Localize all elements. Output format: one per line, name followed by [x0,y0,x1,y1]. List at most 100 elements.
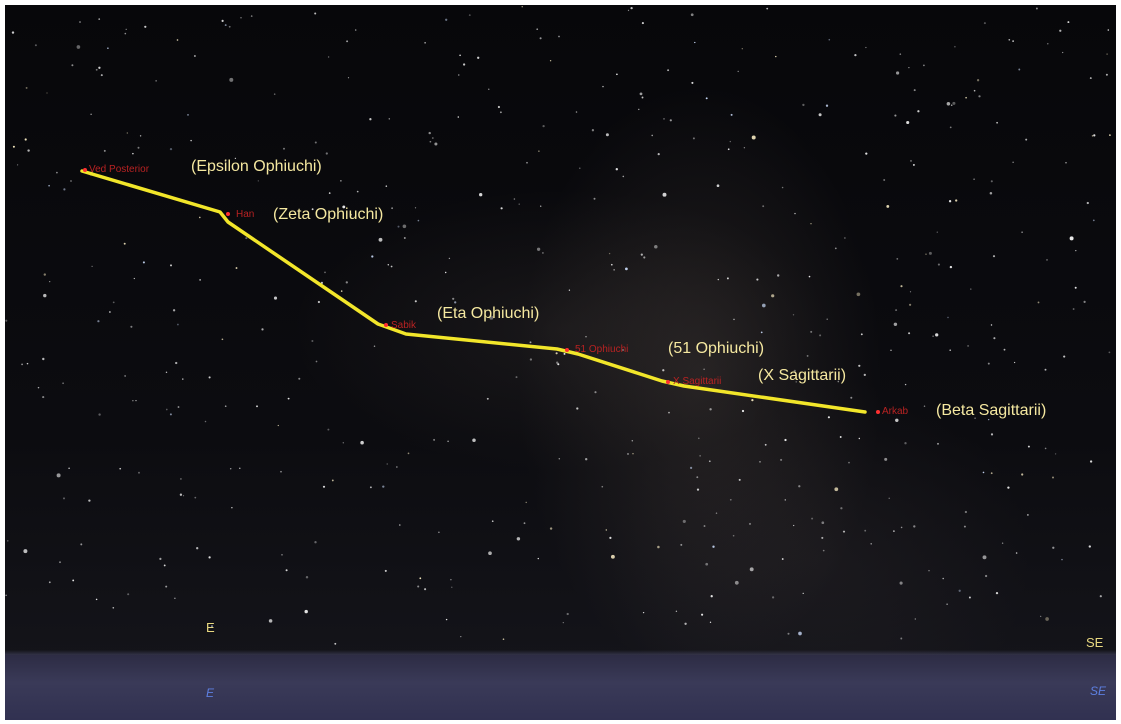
background-star [884,457,888,461]
background-star [775,55,777,58]
background-star [391,207,393,210]
star-label-ved[interactable]: Ved Posterior [89,164,150,175]
background-star [827,416,830,419]
background-star [761,303,766,308]
background-star [11,31,15,34]
background-star [1054,453,1057,455]
background-star [234,157,237,160]
background-star [949,265,953,269]
background-star [529,341,532,344]
background-star [936,231,938,233]
background-star [387,264,390,266]
background-star [489,315,494,320]
background-star [208,376,211,379]
background-star [204,420,207,423]
background-star [854,53,857,57]
background-star [952,101,956,105]
star-marker-51-oph[interactable] [565,348,569,352]
frame-top [0,0,1121,5]
background-star [781,558,784,560]
compass-east-sky: E [206,620,215,635]
background-star [71,64,74,67]
background-star [1086,201,1089,205]
star-label-han[interactable]: Han [236,209,255,220]
background-star [182,378,184,380]
background-star [1025,138,1028,141]
background-star [709,621,712,623]
background-star [59,561,61,564]
star-marker-arkab[interactable] [876,410,880,414]
background-star [948,200,952,203]
background-star [932,335,934,338]
background-star [602,85,604,88]
star-marker-x-sgr[interactable] [666,380,670,384]
background-star [1092,219,1095,222]
background-star [760,331,763,334]
background-star [549,60,552,62]
star-label-arkab[interactable]: Arkab [882,406,909,417]
background-star [179,493,183,496]
background-star [585,336,587,338]
background-star [138,471,140,474]
background-star [928,251,932,255]
background-star [159,557,162,561]
background-star [521,6,523,8]
designation-ved: (Epsilon Ophiuchi) [191,158,322,175]
background-star [609,536,612,540]
background-star [696,476,699,479]
background-star [76,45,81,49]
star-label-51-oph[interactable]: 51 Ophiuchi [575,344,629,355]
star-marker-sabik[interactable] [384,323,388,327]
background-star [211,625,213,628]
background-star [172,309,176,312]
background-star [837,380,840,383]
background-star [840,507,843,510]
background-star [694,41,696,44]
star-marker-han[interactable] [226,212,230,216]
star-label-x-sgr[interactable]: X Sagittarii [673,376,722,387]
background-star [987,362,990,365]
background-star [923,64,925,67]
background-star [946,603,948,605]
background-star [825,104,829,107]
background-star [643,256,646,259]
background-star [949,349,952,352]
background-star [438,531,440,534]
background-star [407,452,410,455]
background-star [468,14,471,16]
star-marker-ved[interactable] [83,168,87,172]
background-star [1044,368,1047,371]
background-star [950,104,953,106]
background-star [382,485,385,488]
background-star [235,267,238,269]
background-star [169,147,173,151]
star-label-sabik[interactable]: Sabik [391,320,417,331]
background-star [21,363,24,366]
background-star [858,437,860,440]
background-star [529,358,533,361]
background-star [937,442,939,445]
background-star [452,297,455,300]
background-star [909,159,913,162]
background-star [780,458,783,461]
background-star [100,74,103,77]
background-star [899,53,902,55]
background-star [103,149,106,152]
background-star [285,569,288,572]
background-star [273,296,278,300]
background-star [792,314,795,316]
background-star [454,301,457,304]
background-star [828,38,831,41]
background-star [657,153,660,156]
background-star [72,579,75,582]
background-star [641,22,644,25]
background-star [741,48,743,50]
background-star [726,277,729,280]
background-star [651,134,653,137]
background-star [80,543,83,546]
background-star [221,338,224,341]
background-star [890,349,892,351]
background-star [1052,546,1055,549]
background-star [43,273,46,276]
